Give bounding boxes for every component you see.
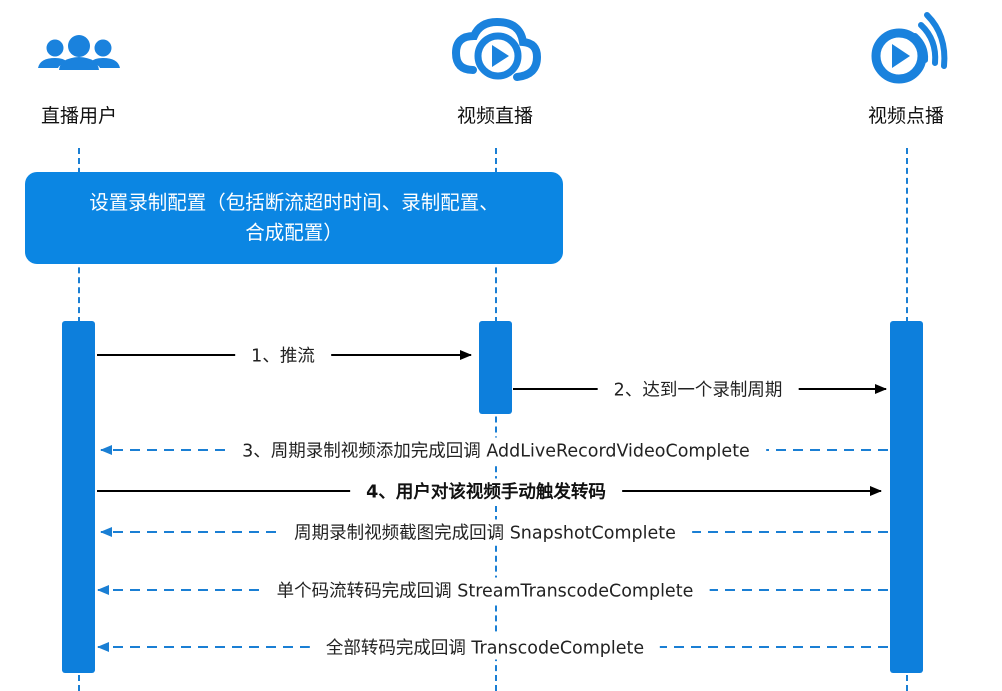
actor-label-live: 视频直播 — [456, 105, 534, 127]
lifeline-live — [495, 148, 497, 691]
config-note: 设置录制配置（包括断流超时时间、录制配置、 合成配置） — [25, 172, 563, 264]
message-label-7: 全部转码完成回调 TranscodeComplete — [309, 634, 661, 660]
broadcast-play-icon — [871, 12, 948, 84]
config-note-line2: 合成配置） — [245, 221, 343, 244]
activation-user — [62, 321, 95, 673]
actor-label-vod: 视频点播 — [867, 105, 945, 127]
activation-vod — [890, 321, 923, 673]
message-label-1: 1、推流 — [235, 342, 331, 368]
message-label-6: 单个码流转码完成回调 StreamTranscodeComplete — [260, 577, 710, 603]
users-icon — [38, 35, 120, 70]
message-label-4: 4、用户对该视频手动触发转码 — [350, 478, 622, 504]
activation-live — [479, 321, 512, 414]
message-label-5: 周期录制视频截图完成回调 SnapshotComplete — [278, 519, 692, 545]
actor-label-user: 直播用户 — [40, 105, 118, 127]
message-label-3: 3、周期录制视频添加完成回调 AddLiveRecordVideoComplet… — [226, 437, 766, 463]
message-label-2: 2、达到一个录制周期 — [597, 376, 799, 402]
config-note-line1: 设置录制配置（包括断流超时时间、录制配置、 — [89, 191, 499, 214]
cloud-play-icon — [451, 17, 542, 81]
